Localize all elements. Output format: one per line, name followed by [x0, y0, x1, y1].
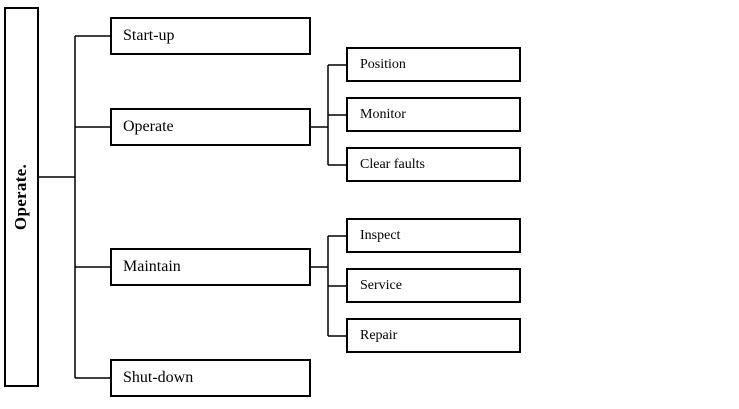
root-label: Operate. [11, 163, 31, 231]
branch-maintain-label: Maintain [123, 258, 181, 275]
leaf-repair: Repair [346, 318, 521, 353]
leaf-service-label: Service [360, 277, 402, 293]
branch-maintain: Maintain [110, 248, 311, 286]
root-node: Operate. [4, 7, 39, 387]
leaf-inspect: Inspect [346, 218, 521, 253]
leaf-clear-faults: Clear faults [346, 147, 521, 182]
leaf-service: Service [346, 268, 521, 303]
branch-startup: Start-up [110, 17, 311, 55]
leaf-position-label: Position [360, 56, 406, 72]
leaf-monitor-label: Monitor [360, 106, 406, 122]
branch-startup-label: Start-up [123, 27, 175, 44]
branch-operate-label: Operate [123, 118, 174, 135]
leaf-position: Position [346, 47, 521, 82]
leaf-monitor: Monitor [346, 97, 521, 132]
branch-operate: Operate [110, 108, 311, 146]
leaf-clear-faults-label: Clear faults [360, 156, 425, 172]
leaf-inspect-label: Inspect [360, 227, 401, 243]
branch-shutdown-label: Shut-down [123, 369, 194, 386]
leaf-repair-label: Repair [360, 327, 398, 343]
branch-shutdown: Shut-down [110, 359, 311, 397]
